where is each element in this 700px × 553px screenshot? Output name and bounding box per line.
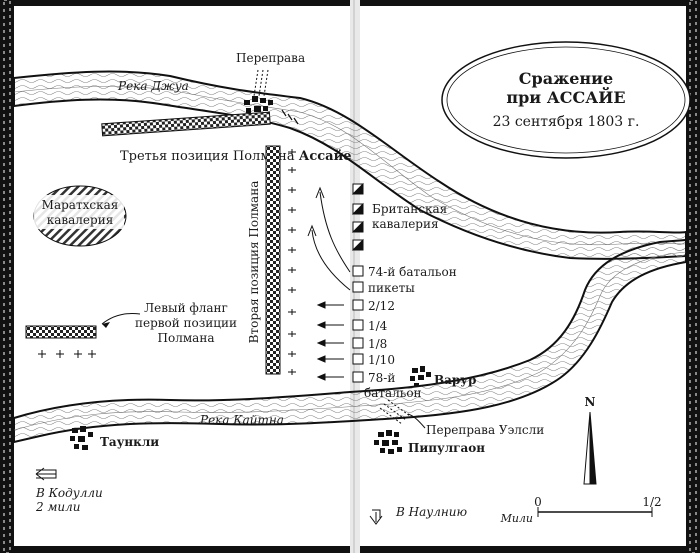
scale-zero: 0 — [534, 495, 542, 509]
river-kaitna-label: Река Кайтна — [199, 413, 284, 427]
unit-1-4: 1/4 — [368, 319, 388, 333]
north-arrow: N — [583, 395, 597, 485]
left-flank-line3: Полмана — [158, 331, 215, 345]
kodulli-line1: В Кодулли — [35, 486, 103, 500]
british-units: 74-й батальон пикеты 2/12 1/4 1/8 1/10 7… — [352, 265, 457, 400]
left-flank-line2: первой позиции — [135, 316, 237, 330]
river-kaitna — [13, 238, 687, 444]
left-flank-line1: Левый фланг — [144, 301, 228, 315]
unit-74: 74-й батальон — [368, 265, 457, 279]
british-cavalry-line2: кавалерия — [372, 217, 439, 231]
village-warur — [410, 366, 431, 387]
british-cavalry-line1: Британская — [372, 202, 447, 216]
cavalry-advance-arrows — [307, 186, 351, 291]
maratha-cavalry-line2: кавалерия — [47, 213, 114, 227]
unit-pickets: пикеты — [368, 281, 415, 295]
third-position-label: Третья позиция Полмана Ассайе — [120, 149, 352, 164]
infantry-advance-arrows — [316, 301, 344, 381]
scale-half: 1/2 — [642, 495, 661, 509]
title-line2: при АССАЙЕ — [506, 86, 625, 107]
unit-1-8: 1/8 — [368, 337, 387, 351]
second-position-line — [265, 145, 281, 375]
taunkli-label: Таункли — [100, 435, 159, 449]
left-flank-line — [25, 325, 97, 339]
second-position-label: Вторая позиция Полмана — [247, 181, 261, 344]
title-line1: Сражение — [519, 69, 613, 88]
north-label: N — [585, 395, 596, 409]
left-flank-pointer — [101, 313, 141, 325]
left-flank-guns — [38, 350, 96, 358]
scale-unit: Мили — [500, 512, 533, 525]
maratha-cavalry: Маратхская кавалерия — [33, 185, 127, 247]
north-crossing: Переправа — [236, 51, 305, 97]
second-position-guns — [288, 149, 296, 375]
direction-naulniah: В Наулнию — [369, 505, 467, 525]
unit-78-line2: батальон — [364, 386, 422, 400]
maratha-cavalry-line1: Маратхская — [42, 198, 119, 212]
river-juah-label: Река Джуа — [117, 79, 189, 93]
wellesley-crossing: Переправа Уэлсли — [379, 399, 544, 437]
unit-78-line1: 78-й — [368, 371, 395, 385]
assaye-guns — [281, 109, 299, 125]
north-crossing-label: Переправа — [236, 51, 305, 65]
british-cavalry: Британская кавалерия — [351, 182, 447, 251]
unit-1-10: 1/10 — [368, 353, 395, 367]
third-position-line — [101, 111, 271, 137]
naulniah-label: В Наулнию — [395, 505, 467, 519]
wellesley-crossing-label: Переправа Уэлсли — [426, 423, 544, 437]
pipulgaon-label: Пипулгаон — [408, 441, 485, 455]
kodulli-line2: 2 мили — [35, 500, 81, 514]
title-date: 23 сентября 1803 г. — [493, 114, 640, 130]
village-pipulgaon — [374, 430, 402, 454]
title-cartouche: Сражение при АССАЙЕ 23 сентября 1803 г. — [441, 41, 691, 159]
warur-label: Варур — [434, 373, 476, 387]
direction-kodulli: В Кодулли 2 мили — [35, 467, 103, 514]
scale-bar: 0 1/2 Мили — [500, 495, 662, 525]
unit-2-12: 2/12 — [368, 299, 395, 313]
village-taunkli — [70, 426, 93, 450]
